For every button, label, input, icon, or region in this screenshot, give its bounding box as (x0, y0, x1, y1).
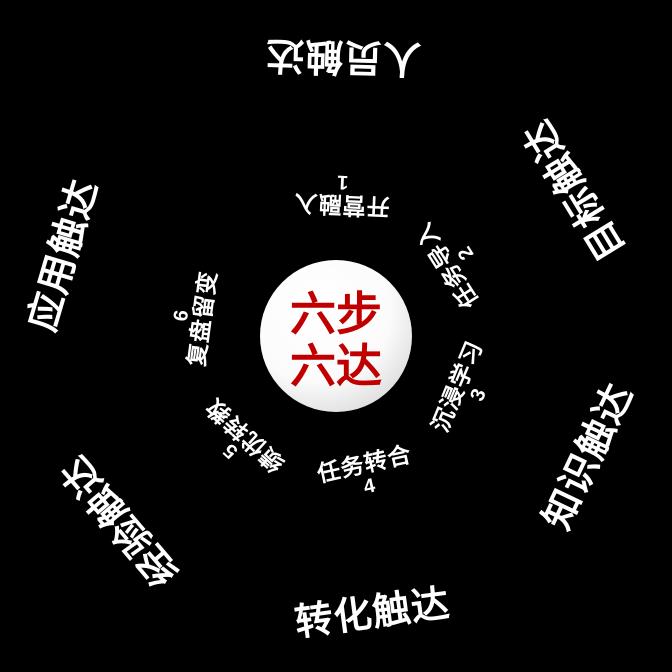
outer-2-label: 目标触达 (516, 112, 633, 267)
center-circle (260, 260, 412, 412)
inner-3-number: 3 (466, 386, 491, 405)
inner-1-label: 开营融入 (293, 190, 390, 220)
outer-4-label: 转化触达 (292, 583, 452, 645)
outer-1-label: 人员触达 (265, 33, 422, 79)
inner-3-label: 沉浸学习 (427, 337, 488, 436)
inner-1-number: 1 (337, 171, 349, 193)
inner-4-number: 4 (362, 474, 378, 498)
outer-6-label: 应用触达 (21, 175, 106, 337)
inner-5-label: 绩优转教 (201, 394, 289, 478)
outer-3-label: 知识触达 (536, 377, 641, 536)
inner-6-number: 6 (170, 309, 193, 323)
outer-5-label: 经验触达 (53, 447, 186, 593)
center-line-2: 六达 (290, 340, 382, 392)
inner-2-label: 任务导入 (410, 218, 484, 314)
inner-2-number: 2 (454, 242, 479, 263)
center-line-1: 六步 (290, 288, 382, 340)
